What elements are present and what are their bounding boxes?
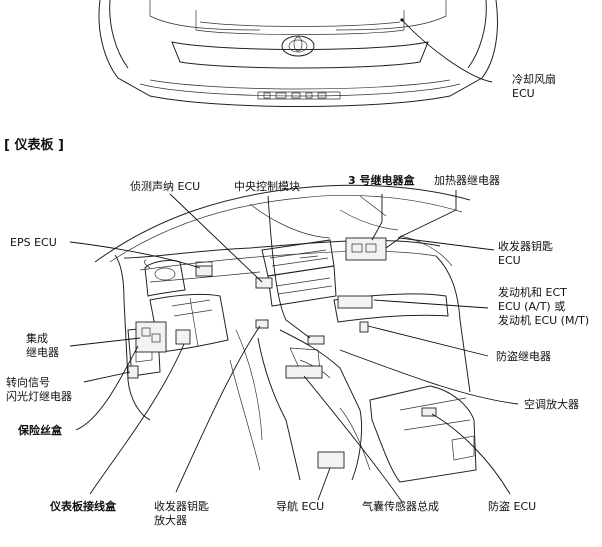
label-ac-amplifier: 空调放大器 bbox=[524, 398, 579, 411]
components bbox=[127, 237, 437, 469]
label-engine-ect-ecu-line3: 发动机 ECU (M/T) bbox=[498, 314, 590, 327]
antitheft-relay-part bbox=[359, 321, 369, 333]
dashboard-illustration bbox=[94, 184, 477, 483]
sonar-ecu-part bbox=[255, 277, 273, 289]
integrated-relay-part bbox=[135, 321, 167, 353]
label-navigation-ecu: 导航 ECU bbox=[276, 500, 325, 513]
label-heater-relay: 加热器继电器 bbox=[434, 174, 500, 187]
label-transceiver-key-amp: 收发器钥匙 放大器 bbox=[154, 500, 209, 528]
label-transceiver-key-amp-line1: 收发器钥匙 bbox=[154, 500, 209, 513]
label-transceiver-key-amp-line2: 放大器 bbox=[154, 514, 187, 527]
airbag-sensor-part bbox=[285, 365, 323, 379]
label-integrated-relay-line1: 集成 bbox=[26, 332, 48, 345]
section-title: [ 仪表板 ] bbox=[4, 138, 64, 153]
dash-junction-part bbox=[175, 329, 191, 345]
label-airbag-sensor: 气囊传感器总成 bbox=[362, 500, 439, 513]
label-eps-ecu: EPS ECU bbox=[10, 236, 57, 249]
label-integrated-relay-line2: 继电器 bbox=[26, 346, 59, 359]
label-turn-signal-relay: 转向信号 闪光灯继电器 bbox=[6, 376, 72, 404]
engine-ecu-part bbox=[337, 295, 373, 309]
label-cooling-fan-ecu: 冷却风扇 ECU bbox=[512, 73, 556, 101]
label-engine-ect-ecu-line1: 发动机和 ECT bbox=[498, 286, 567, 299]
leader-lines bbox=[69, 190, 519, 503]
label-turn-signal-relay-line1: 转向信号 bbox=[6, 376, 50, 389]
label-fuse-box: 保险丝盒 bbox=[18, 424, 62, 437]
label-integrated-relay: 集成 继电器 bbox=[26, 332, 59, 360]
label-antitheft-relay: 防盗继电器 bbox=[496, 350, 551, 363]
eps-ecu-part bbox=[195, 265, 213, 277]
ac-amp-part bbox=[421, 407, 437, 417]
label-engine-ect-ecu: 发动机和 ECT ECU (A/T) 或 发动机 ECU (M/T) bbox=[498, 286, 589, 328]
label-central-control-module: 中央控制模块 bbox=[234, 180, 300, 193]
label-relay-box-3: 3 号继电器盒 bbox=[348, 174, 415, 187]
label-dash-junction-block: 仪表板接线盒 bbox=[50, 500, 116, 513]
label-cooling-fan-ecu-line2: ECU bbox=[512, 87, 535, 100]
central-module-part bbox=[307, 335, 325, 345]
label-transceiver-key-ecu: 收发器钥匙 ECU bbox=[498, 240, 553, 268]
label-cooling-fan-ecu-line1: 冷却风扇 bbox=[512, 73, 556, 86]
car-front-illustration bbox=[98, 0, 498, 107]
label-transceiver-key-ecu-line1: 收发器钥匙 bbox=[498, 240, 553, 253]
key-amp-part bbox=[255, 319, 269, 329]
label-sonar-ecu: 侦测声纳 ECU bbox=[130, 180, 201, 193]
label-antitheft-ecu: 防盗 ECU bbox=[488, 500, 537, 513]
label-transceiver-key-ecu-line2: ECU bbox=[498, 254, 521, 267]
nav-ecu-part bbox=[317, 451, 345, 469]
label-engine-ect-ecu-line2: ECU (A/T) 或 bbox=[498, 300, 566, 313]
label-turn-signal-relay-line2: 闪光灯继电器 bbox=[6, 390, 72, 403]
